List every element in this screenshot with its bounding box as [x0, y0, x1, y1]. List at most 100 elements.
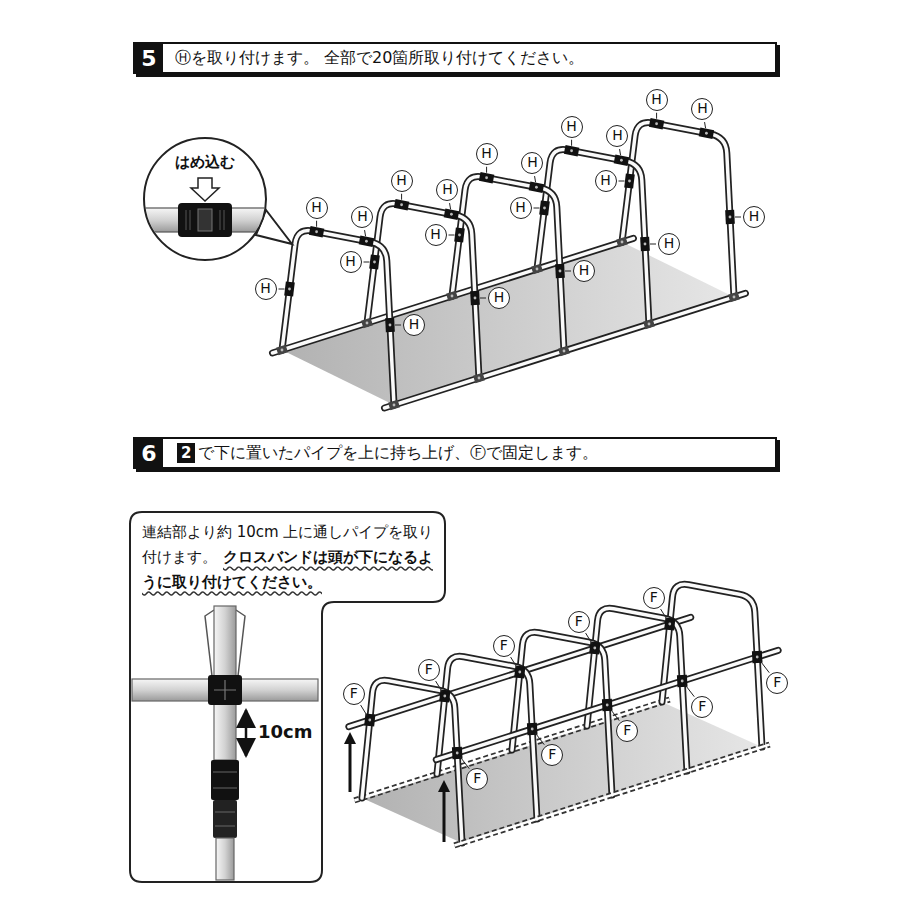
artwork-layer	[138, 122, 778, 845]
leader-line	[364, 262, 370, 263]
bubble-circle	[144, 138, 266, 260]
cross-band	[565, 149, 579, 152]
cross-band-detail	[214, 680, 236, 700]
cross-band	[532, 267, 542, 270]
cross-band	[360, 240, 374, 243]
leader-line	[650, 244, 656, 245]
band-bolt	[393, 404, 396, 407]
step6-frame	[344, 584, 778, 845]
cross-band	[474, 376, 484, 379]
cross-band	[447, 294, 457, 297]
leader-line	[535, 176, 536, 182]
pipe-body	[282, 231, 394, 405]
callout-letter: H	[606, 125, 628, 147]
instruction-text: で下に置いたパイプを上に持ち上げ、Ⓕで固定します。	[198, 443, 598, 464]
callout-letter: H	[306, 197, 328, 219]
pipe-body	[437, 656, 537, 819]
leader-line	[656, 113, 657, 119]
leader-line	[365, 230, 366, 236]
cross-band	[669, 618, 670, 630]
cross-band	[470, 291, 480, 305]
lift-arrow-head	[438, 780, 450, 792]
pipe-outline	[452, 177, 564, 351]
band-bolt	[368, 719, 371, 722]
cross-band	[480, 176, 494, 179]
band-bolt	[365, 240, 368, 243]
leader-line	[586, 633, 593, 644]
leader-line	[511, 657, 518, 668]
cross-band	[362, 321, 372, 324]
press-arrow	[191, 178, 219, 201]
box-border	[130, 512, 445, 882]
band-bolt	[628, 180, 631, 183]
leader-line	[571, 140, 572, 146]
leader-line	[534, 208, 540, 209]
pipe-outline	[362, 680, 462, 843]
cross-band	[530, 186, 544, 189]
band-bolt	[288, 288, 291, 291]
callout-letter: F	[343, 683, 365, 705]
band-bolt	[729, 216, 732, 219]
callout-letter: F	[691, 696, 713, 718]
cross-band	[208, 675, 242, 705]
leader-line	[395, 325, 401, 326]
callout-letter: H	[658, 233, 680, 255]
cross-band	[555, 264, 565, 278]
band-bolt	[543, 207, 546, 210]
step-number: 5	[135, 44, 163, 72]
cross-band	[444, 690, 445, 702]
cross-band	[445, 213, 459, 216]
leader-line	[436, 681, 443, 692]
callout-letter: H	[521, 152, 543, 174]
pipe-body	[452, 177, 564, 351]
band-bolt	[535, 186, 538, 189]
cross-band	[594, 642, 595, 654]
leader-line	[460, 757, 469, 769]
lift-arrow-head	[344, 732, 356, 744]
cross-band	[559, 349, 569, 352]
instruction-text: Ⓗを取り付けます。 全部で20箇所取り付けてください。	[175, 48, 584, 69]
callout-letter: H	[573, 260, 595, 282]
pipe-outline	[384, 293, 745, 408]
joint-ridges	[213, 772, 237, 826]
band-bolt	[536, 268, 539, 271]
callout-letter: H	[646, 89, 668, 111]
band-bolt	[518, 671, 521, 674]
pipe-body	[587, 608, 687, 771]
leader-line	[316, 221, 317, 227]
band-bolt	[648, 323, 651, 326]
band-bolt	[478, 377, 481, 380]
joint-lower	[213, 800, 237, 838]
step-ref-number: 2	[177, 443, 195, 463]
step5-frame	[272, 122, 745, 408]
leader-line	[480, 298, 486, 299]
cross-band	[617, 240, 627, 243]
leader-line	[450, 203, 451, 209]
box-outline	[130, 512, 445, 882]
leader-line	[565, 271, 571, 272]
cross-band	[629, 174, 631, 188]
callout-letter: F	[493, 635, 515, 657]
step-number: 6	[135, 439, 163, 467]
pipe-outline	[662, 584, 762, 747]
leader-line	[361, 705, 368, 716]
pipe-body	[436, 650, 778, 759]
lift-arrow-shaft	[349, 742, 352, 792]
pipe-body	[537, 150, 649, 324]
cross-band	[729, 295, 739, 298]
cross-band	[389, 403, 399, 406]
band-bolt	[373, 261, 376, 264]
cross-band	[310, 230, 324, 233]
pipe-body	[349, 617, 691, 726]
callout-letter: H	[510, 197, 532, 219]
band-bolt	[451, 295, 454, 298]
callout-letter: H	[391, 170, 413, 192]
cross-band	[544, 201, 546, 215]
note-paragraph: 連結部より約 10cm 上に通しパイプを取り付けます。クロスバンドは頭が下になる…	[130, 512, 445, 594]
leader-line	[279, 289, 285, 290]
callout-letter: H	[255, 278, 277, 300]
clamp-hinge	[198, 209, 212, 231]
pipe-body	[662, 584, 762, 747]
lift-arrow-shaft	[443, 790, 446, 842]
callout-box: 連結部より約 10cm 上に通しパイプを取り付けます。クロスバンドは頭が下になる…	[130, 512, 445, 882]
